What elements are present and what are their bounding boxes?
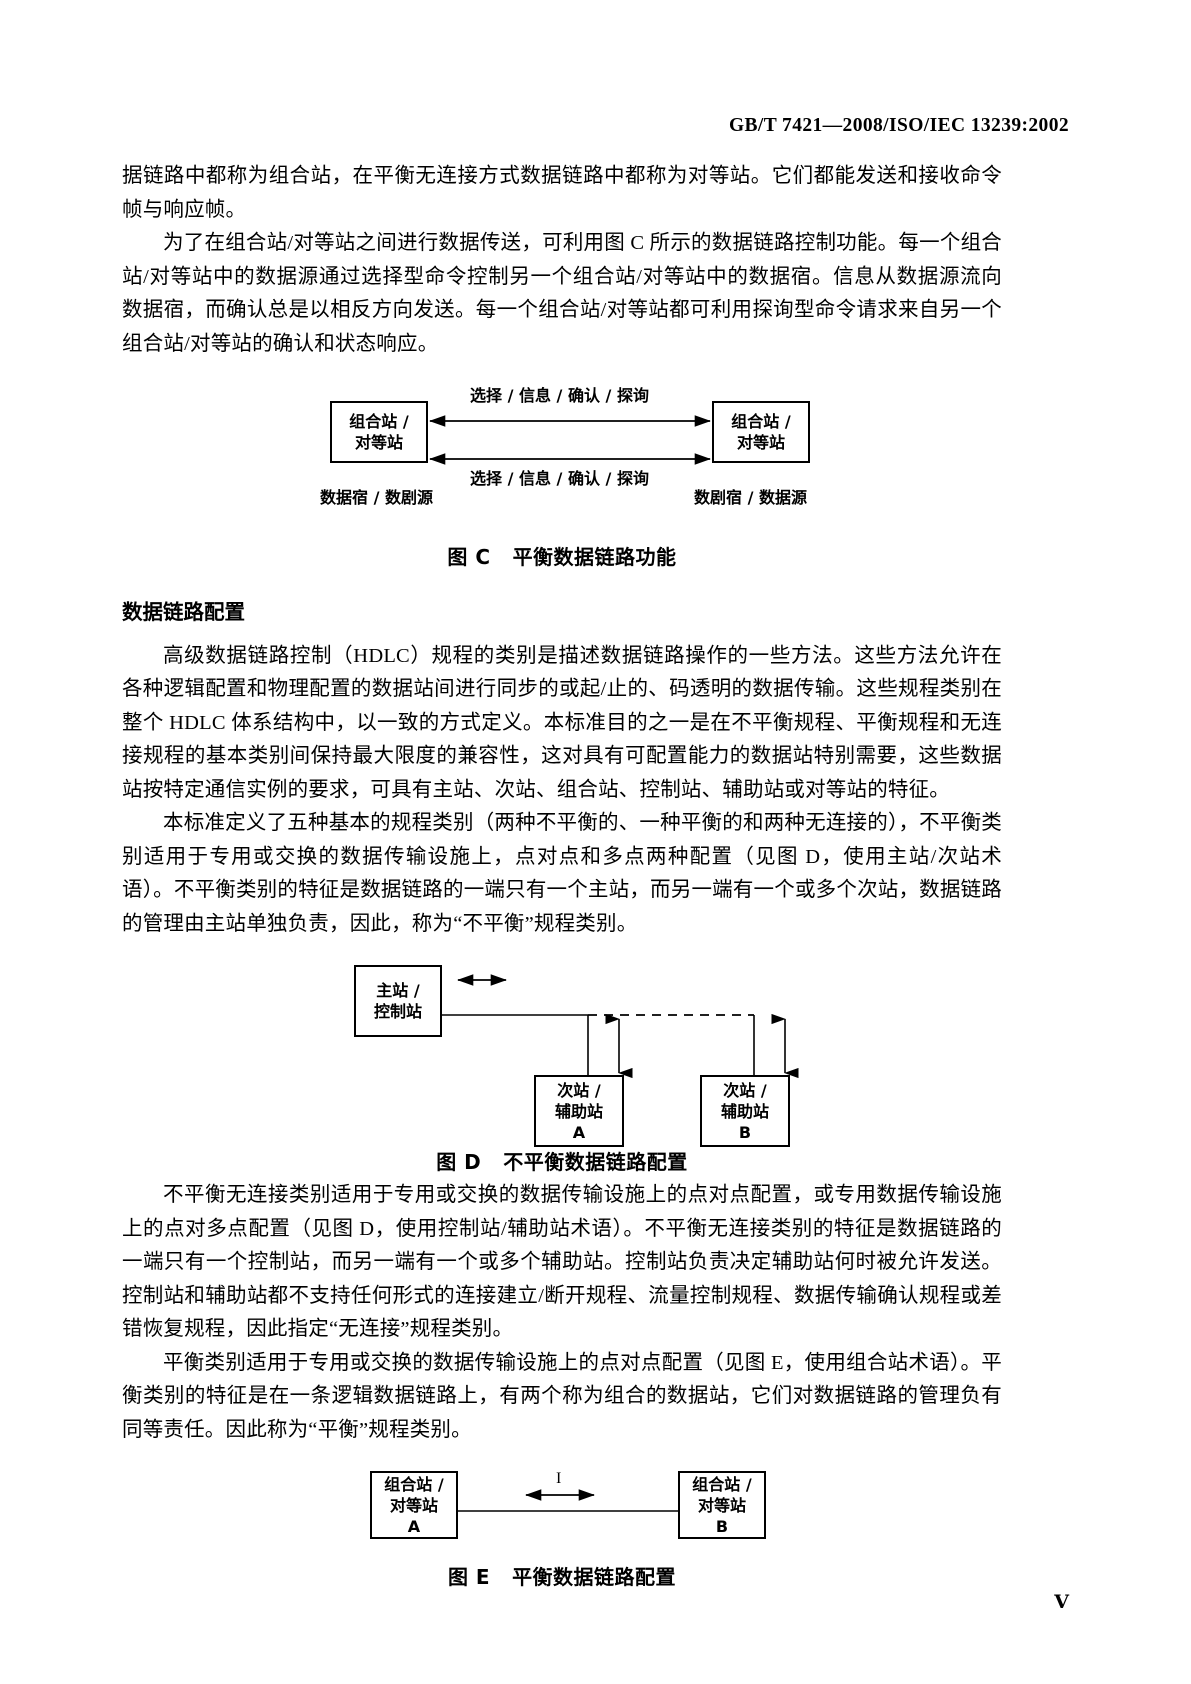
figure-c-caption: 图 C 平衡数据链路功能: [122, 541, 1002, 570]
figure-e-caption-label: 图 E: [447, 1565, 491, 1589]
figure-d-secondary-a-line3: A: [572, 1122, 586, 1142]
paragraph-2: 为了在组合站/对等站之间进行数据传送，可利用图 C 所示的数据链路控制功能。每一…: [122, 232, 1002, 355]
figure-c-top-arrow-label: 选择 / 信息 / 确认 / 探询: [470, 386, 649, 405]
figure-d-primary-box-line2: 控制站: [373, 1002, 422, 1021]
figure-c-bottom-arrow-label: 选择 / 信息 / 确认 / 探询: [470, 469, 649, 488]
paragraph-5: 不平衡无连接类别适用于专用或交换的数据传输设施上的点对点配置，或专用数据传输设施…: [122, 1184, 1002, 1340]
section-heading-data-link-configuration: 数据链路配置: [122, 600, 245, 624]
figure-e-lines: [458, 1489, 678, 1512]
figure-d-secondary-b-line1: 次站 /: [723, 1080, 767, 1100]
paragraph-1: 据链路中都称为组合站，在平衡无连接方式数据链路中都称为对等站。它们都能发送和接收…: [122, 165, 1002, 221]
figure-d-diagram: 主站 / 控制站 次站 / 辅助站 A 次站 / 辅助站 B: [122, 955, 1002, 1147]
figure-e-left-box: 组合站 / 对等站 A: [370, 1471, 458, 1539]
figure-e-right-box: 组合站 / 对等站 B: [678, 1471, 766, 1539]
figure-e-right-box-line1: 组合站 /: [692, 1474, 752, 1494]
figure-e-left-box-line1: 组合站 /: [384, 1474, 444, 1494]
figure-c-caption-label: 图 C: [447, 545, 491, 569]
figure-c-diagram: 组合站 / 对等站 组合站 / 对等站: [122, 383, 1002, 513]
figure-c-left-box-line2: 对等站: [354, 433, 403, 452]
figure-c-right-endpoint-label: 数剧宿 / 数据源: [694, 488, 807, 507]
figure-d-secondary-b-line3: B: [738, 1122, 752, 1142]
figure-d-primary-box-line1: 主站 /: [376, 981, 420, 1000]
figure-d-secondary-b-box: 次站 / 辅助站 B: [700, 1075, 790, 1147]
page-body: 据链路中都称为组合站，在平衡无连接方式数据链路中都称为对等站。它们都能发送和接收…: [122, 160, 1002, 1590]
figure-d-caption-label: 图 D: [436, 1150, 482, 1174]
figure-c-left-box-line1: 组合站 /: [349, 412, 409, 431]
figure-e-caption: 图 E 平衡数据链路配置: [122, 1561, 1002, 1590]
figure-c-left-endpoint-label: 数据宿 / 数剧源: [320, 488, 433, 507]
paragraph-6: 平衡类别适用于专用或交换的数据传输设施上的点对点配置（见图 E，使用组合站术语）…: [122, 1351, 1002, 1441]
paragraph-3: 高级数据链路控制（HDLC）规程的类别是描述数据链路操作的一些方法。这些方法允许…: [122, 644, 1002, 801]
figure-e-right-box-line3: B: [715, 1516, 729, 1536]
figure-e-link-label: I: [556, 1470, 562, 1487]
figure-d-lines: [442, 974, 799, 1079]
figure-c-arrow-lines: [429, 415, 711, 465]
figure-e-caption-text: 平衡数据链路配置: [512, 1565, 677, 1589]
figure-d-secondary-a-line2: 辅助站: [554, 1101, 603, 1121]
figure-d-secondary-a-line1: 次站 /: [557, 1080, 601, 1100]
page-number: Ⅴ: [1054, 1592, 1069, 1613]
figure-c-right-box-line1: 组合站 /: [731, 412, 791, 431]
figure-c-left-box: 组合站 / 对等站: [330, 401, 428, 463]
running-header-standard-reference: GB/T 7421—2008/ISO/IEC 13239:2002: [728, 115, 1069, 136]
figure-e-left-box-line3: A: [407, 1516, 421, 1536]
figure-e-right-box-line2: 对等站: [697, 1495, 746, 1515]
figure-c-right-box: 组合站 / 对等站: [712, 401, 810, 463]
figure-d-caption: 图 D 不平衡数据链路配置: [122, 1146, 1002, 1175]
paragraph-4: 本标准定义了五种基本的规程类别（两种不平衡的、一种平衡的和两种无连接的），不平衡…: [122, 812, 1002, 935]
figure-c-right-box-line2: 对等站: [736, 433, 785, 452]
figure-d-secondary-a-box: 次站 / 辅助站 A: [534, 1075, 624, 1147]
figure-d-caption-text: 不平衡数据链路配置: [503, 1150, 688, 1174]
figure-e-diagram: 组合站 / 对等站 A 组合站 / 对等站 B: [122, 1465, 1002, 1547]
figure-d-secondary-b-line2: 辅助站: [720, 1101, 769, 1121]
figure-d-primary-box: 主站 / 控制站: [354, 965, 442, 1037]
figure-c-caption-text: 平衡数据链路功能: [512, 545, 677, 569]
figure-e-left-box-line2: 对等站: [389, 1495, 438, 1515]
